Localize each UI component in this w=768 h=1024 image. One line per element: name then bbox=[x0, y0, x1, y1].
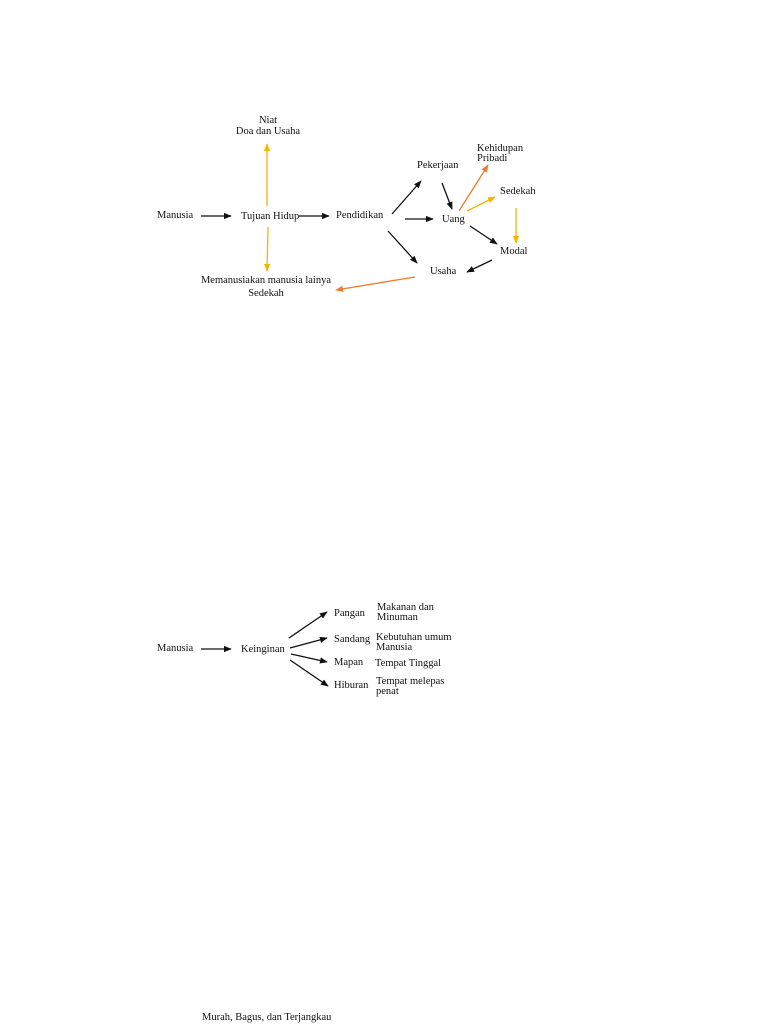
label-manusia: Manusia bbox=[157, 210, 194, 221]
arrow-tujuan-memanusiakan bbox=[264, 226, 271, 272]
label-sedekah: Sedekah bbox=[500, 186, 536, 197]
label2-sandang-desc-1: Kebutuhan umum bbox=[376, 632, 452, 643]
label-niat: Niat bbox=[258, 115, 278, 126]
arrow-pendidikan-usaha bbox=[387, 230, 418, 264]
label2-hiburan-desc-1: Tempat melepas bbox=[376, 676, 445, 687]
label2-pangan-desc-2: Minuman bbox=[377, 612, 418, 623]
footer-note: Murah, Bagus, dan Terjangkau bbox=[202, 1012, 332, 1023]
label-uang: Uang bbox=[442, 214, 465, 225]
label2-keinginan: Keinginan bbox=[241, 644, 285, 655]
label2-sandang-desc-2: Manusia bbox=[376, 642, 413, 653]
label2-manusia: Manusia bbox=[157, 643, 194, 654]
label-pribadi: Pribadi bbox=[477, 153, 508, 164]
arrow-uang-kehidupan bbox=[458, 164, 489, 212]
label2-mapan: Mapan bbox=[334, 657, 364, 668]
label-memanusiakan: Memanusiakan manusia lainya bbox=[200, 275, 332, 286]
label2-hiburan-desc-2: penat bbox=[376, 686, 399, 697]
arrow2-keinginan-pangan bbox=[288, 611, 328, 639]
label-tujuan-hidup: Tujuan Hidup bbox=[241, 211, 300, 222]
label2-hiburan: Hiburan bbox=[334, 680, 369, 691]
label-sedekah-bottom: Sedekah bbox=[248, 288, 284, 299]
arrow-uang-sedekah bbox=[466, 196, 496, 212]
label2-sandang: Sandang bbox=[334, 634, 371, 645]
label-pendidikan: Pendidikan bbox=[336, 210, 384, 221]
label-kehidupan: Kehidupan bbox=[477, 143, 524, 154]
label-pekerjaan: Pekerjaan bbox=[417, 160, 459, 171]
label-usaha: Usaha bbox=[430, 266, 457, 277]
arrow-pekerjaan-uang bbox=[441, 182, 453, 210]
arrow-modal-usaha bbox=[466, 259, 493, 273]
arrow-uang-modal bbox=[469, 225, 498, 245]
arrow-usaha-memanusiakan bbox=[335, 276, 416, 292]
label2-mapan-desc: Tempat Tinggal bbox=[375, 658, 442, 669]
label-doa-usaha: Doa dan Usaha bbox=[235, 126, 301, 137]
arrow2-keinginan-sandang bbox=[289, 636, 328, 649]
label2-pangan-desc-1: Makanan dan bbox=[377, 602, 434, 613]
arrow2-keinginan-mapan bbox=[290, 653, 328, 664]
arrow2-keinginan-hiburan bbox=[289, 659, 329, 687]
label2-pangan: Pangan bbox=[334, 608, 365, 619]
arrow-pendidikan-pekerjaan bbox=[391, 180, 422, 215]
label-modal: Modal bbox=[500, 246, 528, 257]
